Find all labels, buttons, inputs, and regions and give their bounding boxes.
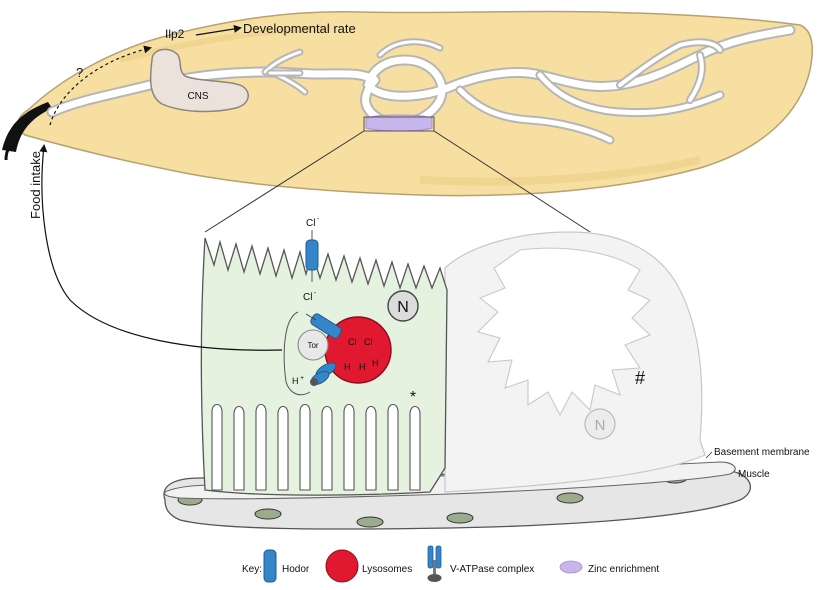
zinc-legend-icon	[559, 560, 583, 574]
signal-dashed-arrow	[49, 45, 152, 126]
mouth-hook-tip	[4, 145, 15, 161]
nucleus	[387, 290, 419, 322]
lyso-h-2: H	[359, 362, 366, 372]
neighbour-cell-lumen	[476, 247, 652, 417]
legend-title: Key:	[242, 564, 262, 575]
tor-label: Tor	[307, 341, 318, 350]
cl-efflux-line	[305, 313, 317, 321]
cl-top-charge: -	[317, 216, 320, 223]
ilp2-arrow	[195, 24, 242, 36]
nucleus-ghost	[584, 408, 616, 440]
lyso-cl-1: Cl	[348, 337, 357, 347]
gut-tube	[46, 24, 796, 145]
food-intake-arrow	[39, 144, 283, 351]
muscle-nucleus	[254, 508, 282, 520]
zoom-line-left	[204, 130, 365, 233]
question-mark: ?	[76, 65, 83, 80]
muscle-nucleus	[446, 512, 474, 524]
developmental-rate-label: Developmental rate	[243, 21, 356, 36]
v-atpase-legend-icon	[427, 545, 442, 582]
zoom-box	[363, 116, 435, 132]
tor-complex	[297, 329, 329, 361]
cl-top-label: Cl	[306, 218, 315, 229]
muscle-label: Muscle	[738, 469, 770, 480]
zinc-enrichment-region	[365, 114, 433, 132]
cl-mid-charge: -	[314, 290, 317, 297]
asterisk-mark: *	[410, 389, 416, 406]
cns-label: CNS	[187, 91, 208, 102]
zoom-line-right	[433, 130, 591, 233]
hash-mark: #	[635, 368, 645, 388]
legend-lysosomes: Lysosomes	[362, 564, 412, 575]
larva-body	[17, 10, 813, 197]
tor-compartment-outline	[283, 311, 311, 396]
body-shading	[419, 156, 701, 186]
hodor-channel-apical	[305, 230, 319, 282]
hodor-legend-icon	[263, 549, 277, 583]
ilp2-label: Ilp2	[165, 27, 185, 41]
lyso-h-1: H	[344, 362, 351, 372]
basal-infoldings	[211, 403, 421, 491]
lyso-cl-2: Cl	[364, 337, 373, 347]
food-intake-label: Food intake	[28, 151, 43, 219]
nucleus-ghost-label: N	[595, 417, 606, 434]
nucleus-label: N	[397, 299, 409, 316]
v-atpase-complex	[310, 362, 337, 386]
mouth-hooks	[2, 102, 52, 152]
basement-membrane-label: Basement membrane	[714, 447, 810, 458]
legend-v-atpase: V-ATPase complex	[450, 564, 534, 575]
lyso-h-3: H	[372, 358, 379, 368]
legend: Key: Hodor Lysosomes V-ATPase complex Zi…	[242, 545, 659, 583]
legend-zinc: Zinc enrichment	[588, 564, 659, 575]
muscle-nucleus	[556, 492, 584, 504]
cns	[149, 48, 249, 113]
h-out-charge: +	[300, 375, 304, 382]
lysosome-legend-icon	[325, 549, 359, 583]
cl-mid-label: Cl	[303, 292, 312, 303]
h-out-label: H	[292, 376, 299, 386]
muscle-nucleus	[356, 516, 384, 528]
legend-hodor: Hodor	[282, 564, 310, 575]
basement-membrane-leader	[705, 451, 713, 459]
larva: CNS Ilp2 Developmental rate ?	[2, 10, 813, 197]
